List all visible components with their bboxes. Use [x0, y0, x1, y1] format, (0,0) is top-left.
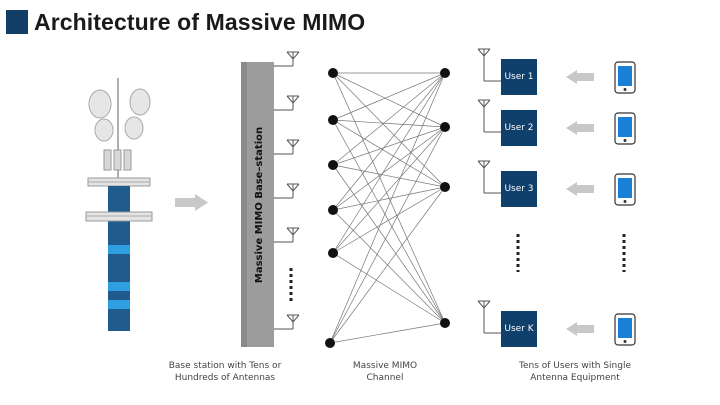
channel-link: [332, 164, 446, 324]
antenna-icon: [477, 48, 491, 63]
users-caption-line: Tens of Users with Single: [519, 361, 631, 371]
channel-link: [332, 119, 446, 324]
mobile-phone-icon: [614, 313, 636, 346]
user-label: User 3: [504, 184, 533, 194]
antenna-icon: [286, 95, 300, 110]
channel-node: [325, 338, 335, 348]
channel-node: [328, 248, 338, 258]
user-ellipsis: [516, 234, 626, 272]
channel-link: [332, 186, 446, 254]
antenna-icon: [286, 139, 300, 154]
title-bar: Architecture of Massive MIMO: [0, 6, 720, 36]
channel-node: [440, 182, 450, 192]
user-label: User K: [504, 324, 534, 334]
base-station-caption: Base station with Tens or Hundreds of An…: [150, 360, 300, 384]
channel-link: [332, 72, 446, 188]
mimo-channel-nodes: [325, 68, 450, 348]
user-box: [501, 59, 537, 95]
channel-link: [332, 164, 446, 188]
channel-link: [332, 126, 446, 254]
channel-caption: Massive MIMO Channel: [330, 360, 440, 384]
antenna-icon: [286, 227, 300, 242]
users-caption-line: Antenna Equipment: [530, 373, 620, 383]
antenna-icon: [286, 51, 300, 66]
channel-link: [332, 72, 446, 254]
user-box: [501, 110, 537, 146]
antenna-icon: [477, 99, 491, 114]
channel-node: [440, 318, 450, 328]
arrow-left-icon: [566, 121, 594, 135]
channel-link: [332, 72, 446, 211]
base-station-label: Massive MIMO Base–station: [254, 127, 265, 283]
base-station-panel: Massive MIMO Base–station: [241, 62, 274, 347]
arrow-left-icon: [566, 182, 594, 196]
title-accent-bar: [6, 10, 28, 34]
arrow-right-icon: [175, 194, 208, 211]
channel-link: [329, 72, 446, 344]
channel-link: [332, 209, 446, 324]
antenna-icon: [477, 300, 491, 315]
channel-link: [332, 72, 446, 121]
base-station-antennas: [274, 51, 300, 330]
base-station-caption-line: Hundreds of Antennas: [174, 373, 276, 383]
user-label: User 2: [504, 123, 533, 133]
channel-link: [332, 119, 446, 128]
channel-node: [328, 115, 338, 125]
arrow-left-icon: [566, 322, 594, 336]
channel-link: [332, 72, 446, 324]
mimo-channel-lines: [329, 72, 446, 344]
antenna-icon: [477, 160, 491, 175]
user-antennas: [477, 48, 501, 334]
channel-link: [329, 186, 446, 344]
mobile-phone-icon: [614, 61, 636, 94]
channel-node: [440, 68, 450, 78]
channel-link: [332, 126, 446, 211]
arrow-left-icon: [566, 70, 594, 84]
user-label: User 1: [504, 72, 533, 82]
channel-node: [328, 160, 338, 170]
mobile-phone-icon: [614, 112, 636, 145]
channel-link: [332, 252, 446, 324]
antenna-icon: [286, 314, 300, 329]
channel-caption-line: Channel: [366, 373, 404, 383]
channel-node: [440, 122, 450, 132]
page-title: Architecture of Massive MIMO: [34, 9, 366, 35]
channel-node: [328, 68, 338, 78]
user-box: [501, 311, 537, 347]
user-boxes: User 1 User 2 User 3 User K: [501, 59, 537, 347]
user-arrows: [566, 70, 594, 336]
channel-link: [329, 126, 446, 344]
channel-link: [332, 126, 446, 166]
channel-link: [332, 119, 446, 188]
channel-link: [332, 72, 446, 166]
channel-node: [328, 205, 338, 215]
channel-link: [332, 186, 446, 211]
user-box: [501, 171, 537, 207]
channel-link: [332, 72, 446, 128]
channel-caption-line: Massive MIMO: [352, 361, 418, 371]
antenna-icon: [286, 183, 300, 198]
cell-tower-icon: [85, 78, 153, 331]
base-station-caption-line: Base station with Tens or: [168, 361, 282, 371]
users-caption: Tens of Users with Single Antenna Equipm…: [505, 360, 645, 384]
mobile-phone-icon: [614, 173, 636, 206]
phones: [614, 61, 636, 346]
channel-link: [329, 322, 446, 344]
